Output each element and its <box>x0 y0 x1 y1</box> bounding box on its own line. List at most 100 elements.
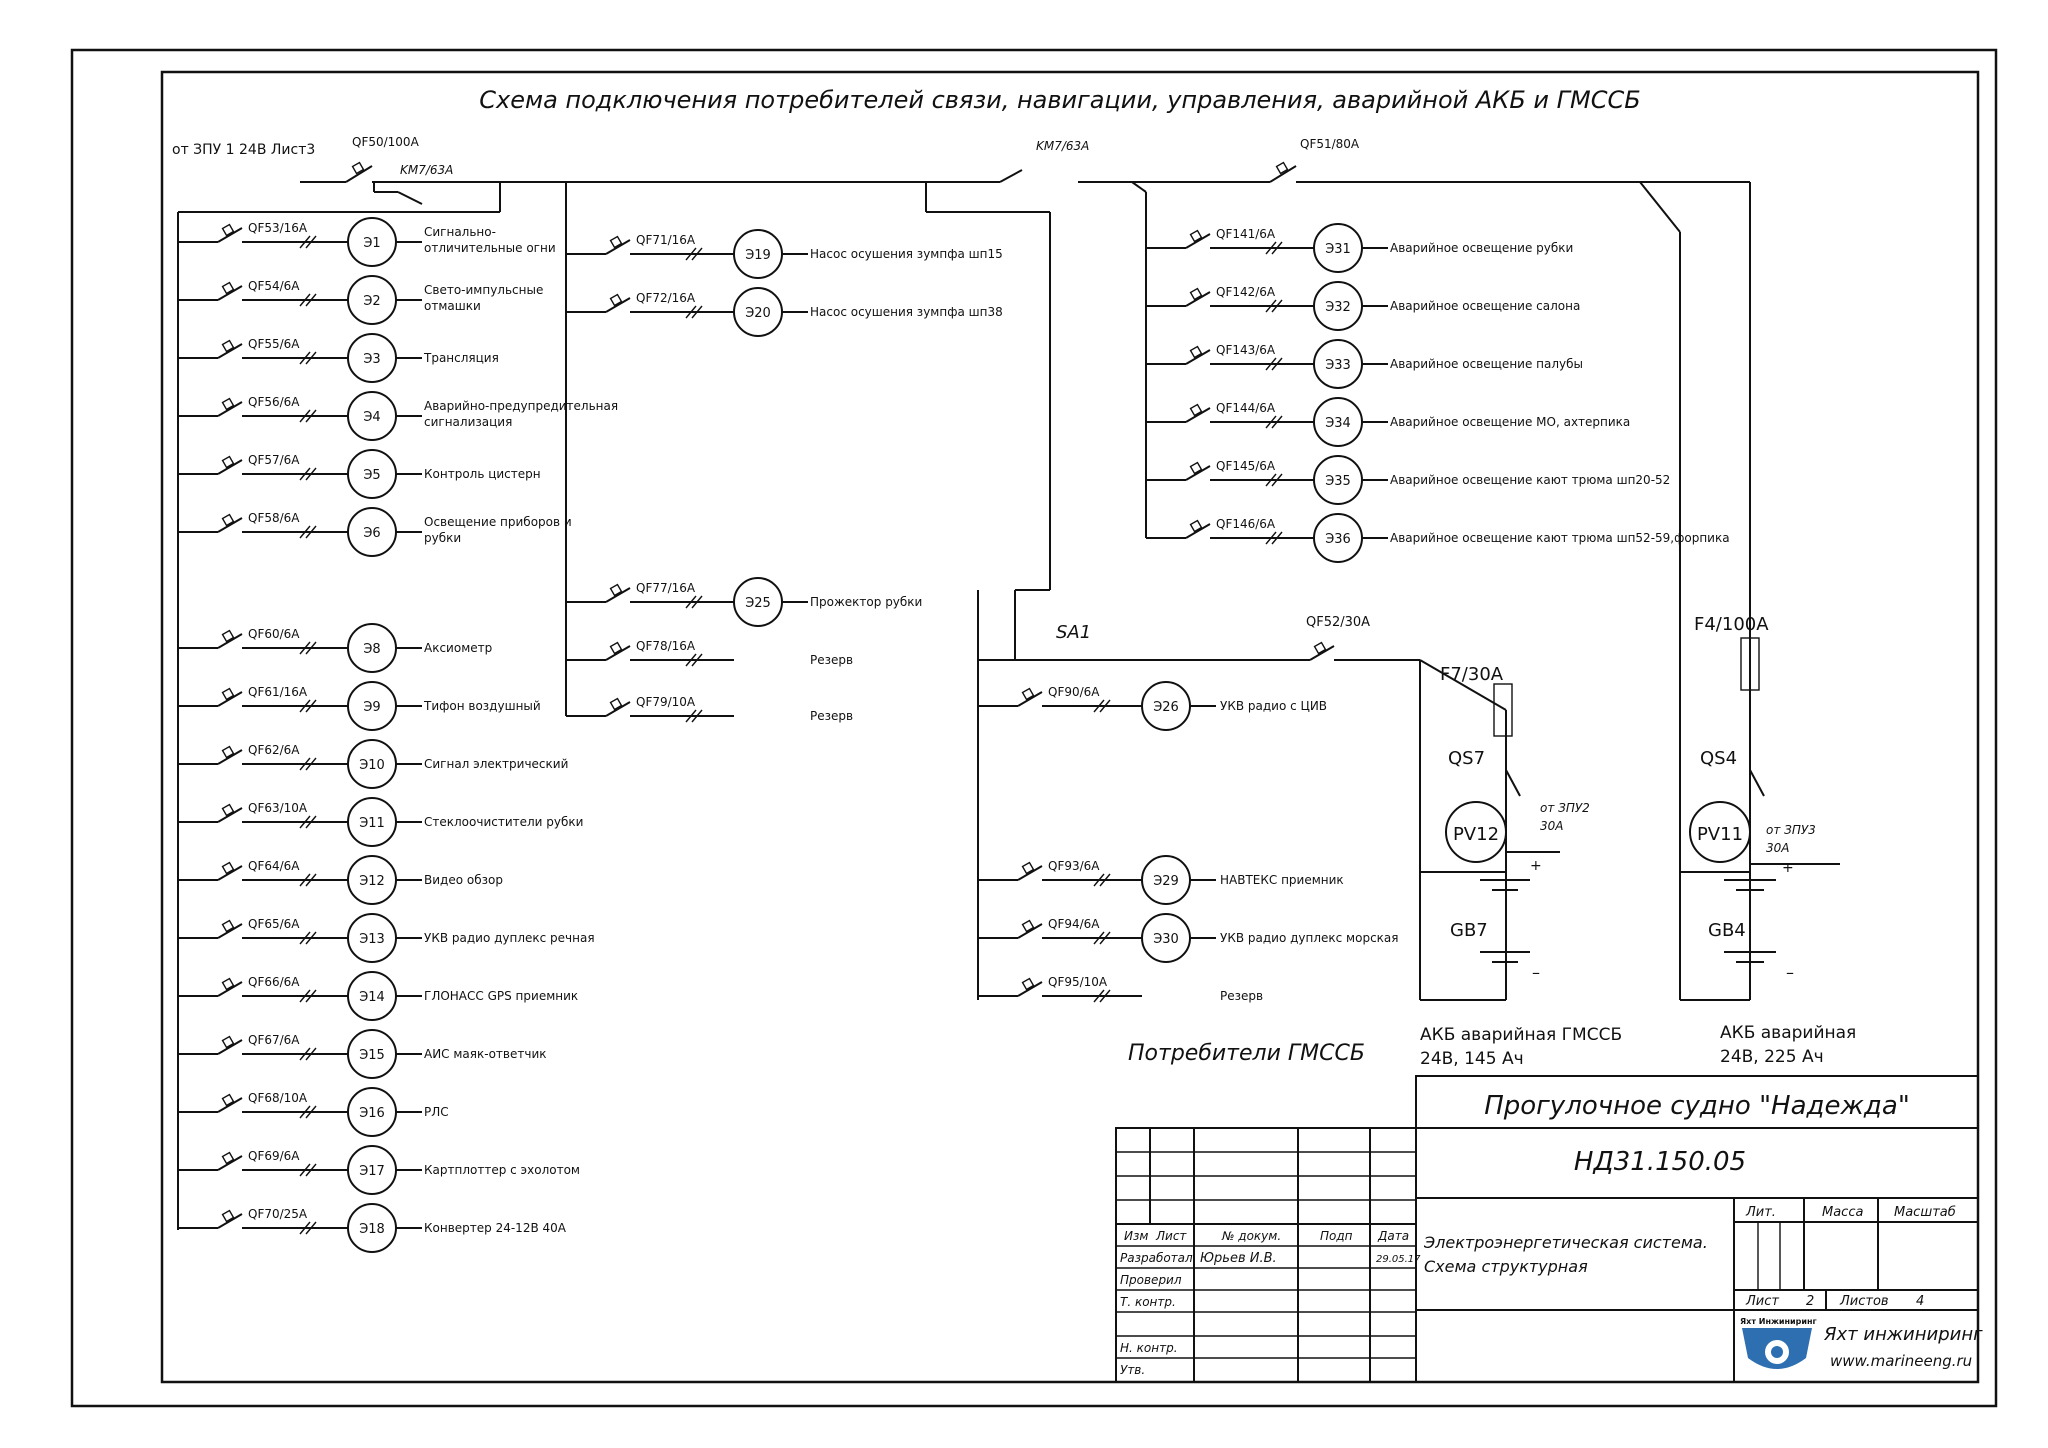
hdr-izm: Изм <box>1124 1229 1148 1243</box>
breaker-label: QF78/16A <box>636 639 696 653</box>
consumer-label: Стеклоочистители рубки <box>424 815 583 829</box>
consumer-id: Э31 <box>1325 242 1351 257</box>
breaker-label: QF77/16A <box>636 581 696 595</box>
consumer-label: Насос осушения зумпфа шп15 <box>810 247 1003 261</box>
document-title-line1: Электроэнергетическая система. <box>1423 1233 1708 1252</box>
voltmeter-pv12 <box>1445 801 1507 863</box>
consumer-label: Конвертер 24-12В 40А <box>424 1221 567 1235</box>
consumer-id: Э17 <box>359 1164 385 1179</box>
qf50-label: QF50/100A <box>352 135 420 149</box>
consumer-label: НАВТЕКС приемник <box>1220 873 1344 887</box>
consumer-label: Освещение приборов и <box>424 515 572 529</box>
consumer-id: Э4 <box>363 410 380 425</box>
pv12-feed-line1: от ЗПУ2 <box>1540 801 1590 815</box>
breaker-label: QF66/6A <box>248 975 300 989</box>
breaker-label: QF57/6A <box>248 453 300 467</box>
consumer-label: УКВ радио с ЦИВ <box>1220 699 1327 713</box>
document-code: НД31.150.05 <box>1574 1147 1746 1177</box>
logo-text: Яхт Инжиниринг <box>1740 1317 1817 1326</box>
breaker-label: QF69/6A <box>248 1149 300 1163</box>
battery-gb4-block <box>1680 637 1840 1000</box>
scale-label: Масштаб <box>1894 1205 1956 1220</box>
gb4-plus: + <box>1782 860 1794 876</box>
consumer-id: Э32 <box>1325 300 1351 315</box>
consumer-label: Трансляция <box>423 351 499 365</box>
role-norm-control: Н. контр. <box>1120 1341 1178 1355</box>
consumer-id: Э15 <box>359 1048 385 1063</box>
gb4-caption-line1: АКБ аварийная <box>1720 1023 1856 1043</box>
feeder-qf676a: QF67/6A Э15 АИС маяк-ответчик <box>178 1029 547 1079</box>
consumer-label: Картплоттер с эхолотом <box>424 1163 580 1177</box>
qs7-label: QS7 <box>1448 748 1485 769</box>
consumer-id: Э25 <box>745 596 771 611</box>
consumer-id: Э8 <box>363 642 380 657</box>
consumer-id: Э26 <box>1153 700 1179 715</box>
breaker-label: QF79/10A <box>636 695 696 709</box>
feeder-qf696a: QF69/6A Э17 Картплоттер с эхолотом <box>178 1145 580 1195</box>
consumer-label: отличительные огни <box>424 241 556 255</box>
consumer-label: АИС маяк-ответчик <box>424 1047 547 1061</box>
hdr-doc-no: № докум. <box>1221 1229 1281 1243</box>
consumer-id: Э6 <box>363 526 380 541</box>
consumer-id: Э20 <box>745 306 771 321</box>
role-developed: Разработал <box>1120 1251 1193 1265</box>
sheet-number: 2 <box>1806 1294 1814 1309</box>
breaker-label: QF95/10A <box>1048 975 1108 989</box>
vessel-name: Прогулочное судно "Надежда" <box>1484 1091 1910 1121</box>
consumer-id: Э5 <box>363 468 380 483</box>
breaker-label: QF146/6A <box>1216 517 1276 531</box>
fuse-f7 <box>1493 683 1513 737</box>
battery-gb7-block <box>1420 683 1560 1000</box>
feeder-qf1466a: QF146/6A Э36 Аварийное освещение кают трюм… <box>1146 513 1730 563</box>
qs4-label: QS4 <box>1700 748 1737 769</box>
consumer-label: Свето-импульсные <box>424 283 543 297</box>
gb7-caption-line2: 24В, 145 Ач <box>1420 1049 1524 1069</box>
company-logo <box>1742 1328 1812 1369</box>
company-name: Яхт инжиниринг <box>1823 1324 1983 1345</box>
developer-name: Юрьев И.В. <box>1200 1251 1277 1266</box>
sheet-label: Лист <box>1745 1294 1779 1309</box>
km7-mid-label: KM7/63A <box>1036 139 1089 153</box>
breaker-label: QF67/6A <box>248 1033 300 1047</box>
developer-date: 29.05.17 <box>1376 1254 1421 1265</box>
breaker-label: QF53/16A <box>248 221 308 235</box>
gb7-caption-line1: АКБ аварийная ГМССБ <box>1420 1025 1622 1045</box>
consumer-id: Э14 <box>359 990 385 1005</box>
consumer-label: Резерв <box>810 709 853 723</box>
consumer-label: Сигнал электрический <box>424 757 568 771</box>
consumer-label: РЛС <box>424 1105 449 1119</box>
breaker-label: QF65/6A <box>248 917 300 931</box>
km7-left-label: KM7/63A <box>400 163 453 177</box>
consumer-id: Э10 <box>359 758 385 773</box>
feeder-qf7910a: QF79/10A Резерв <box>566 695 853 723</box>
feeder-qf1426a: QF142/6A Э32 Аварийное освещение салона <box>1146 281 1580 331</box>
breaker-label: QF54/6A <box>248 279 300 293</box>
breaker-label: QF71/16A <box>636 233 696 247</box>
lit-label: Лит. <box>1745 1205 1776 1220</box>
consumer-label: Аварийное освещение кают трюма шп20-52 <box>1390 473 1670 487</box>
breaker-label: QF142/6A <box>1216 285 1276 299</box>
hdr-sign: Подп <box>1320 1229 1353 1243</box>
consumer-label: Видео обзор <box>424 873 503 887</box>
consumer-label: Насос осушения зумпфа шп38 <box>810 305 1003 319</box>
consumer-label: Аварийное освещение салона <box>1390 299 1580 313</box>
hdr-date: Дата <box>1377 1229 1409 1243</box>
pv11-label: PV11 <box>1697 824 1743 845</box>
consumer-id: Э36 <box>1325 532 1351 547</box>
consumer-label: Аварийное освещение кают трюма шп52-59,ф… <box>1390 531 1730 545</box>
pv11-feed-line2: 30А <box>1766 841 1789 855</box>
